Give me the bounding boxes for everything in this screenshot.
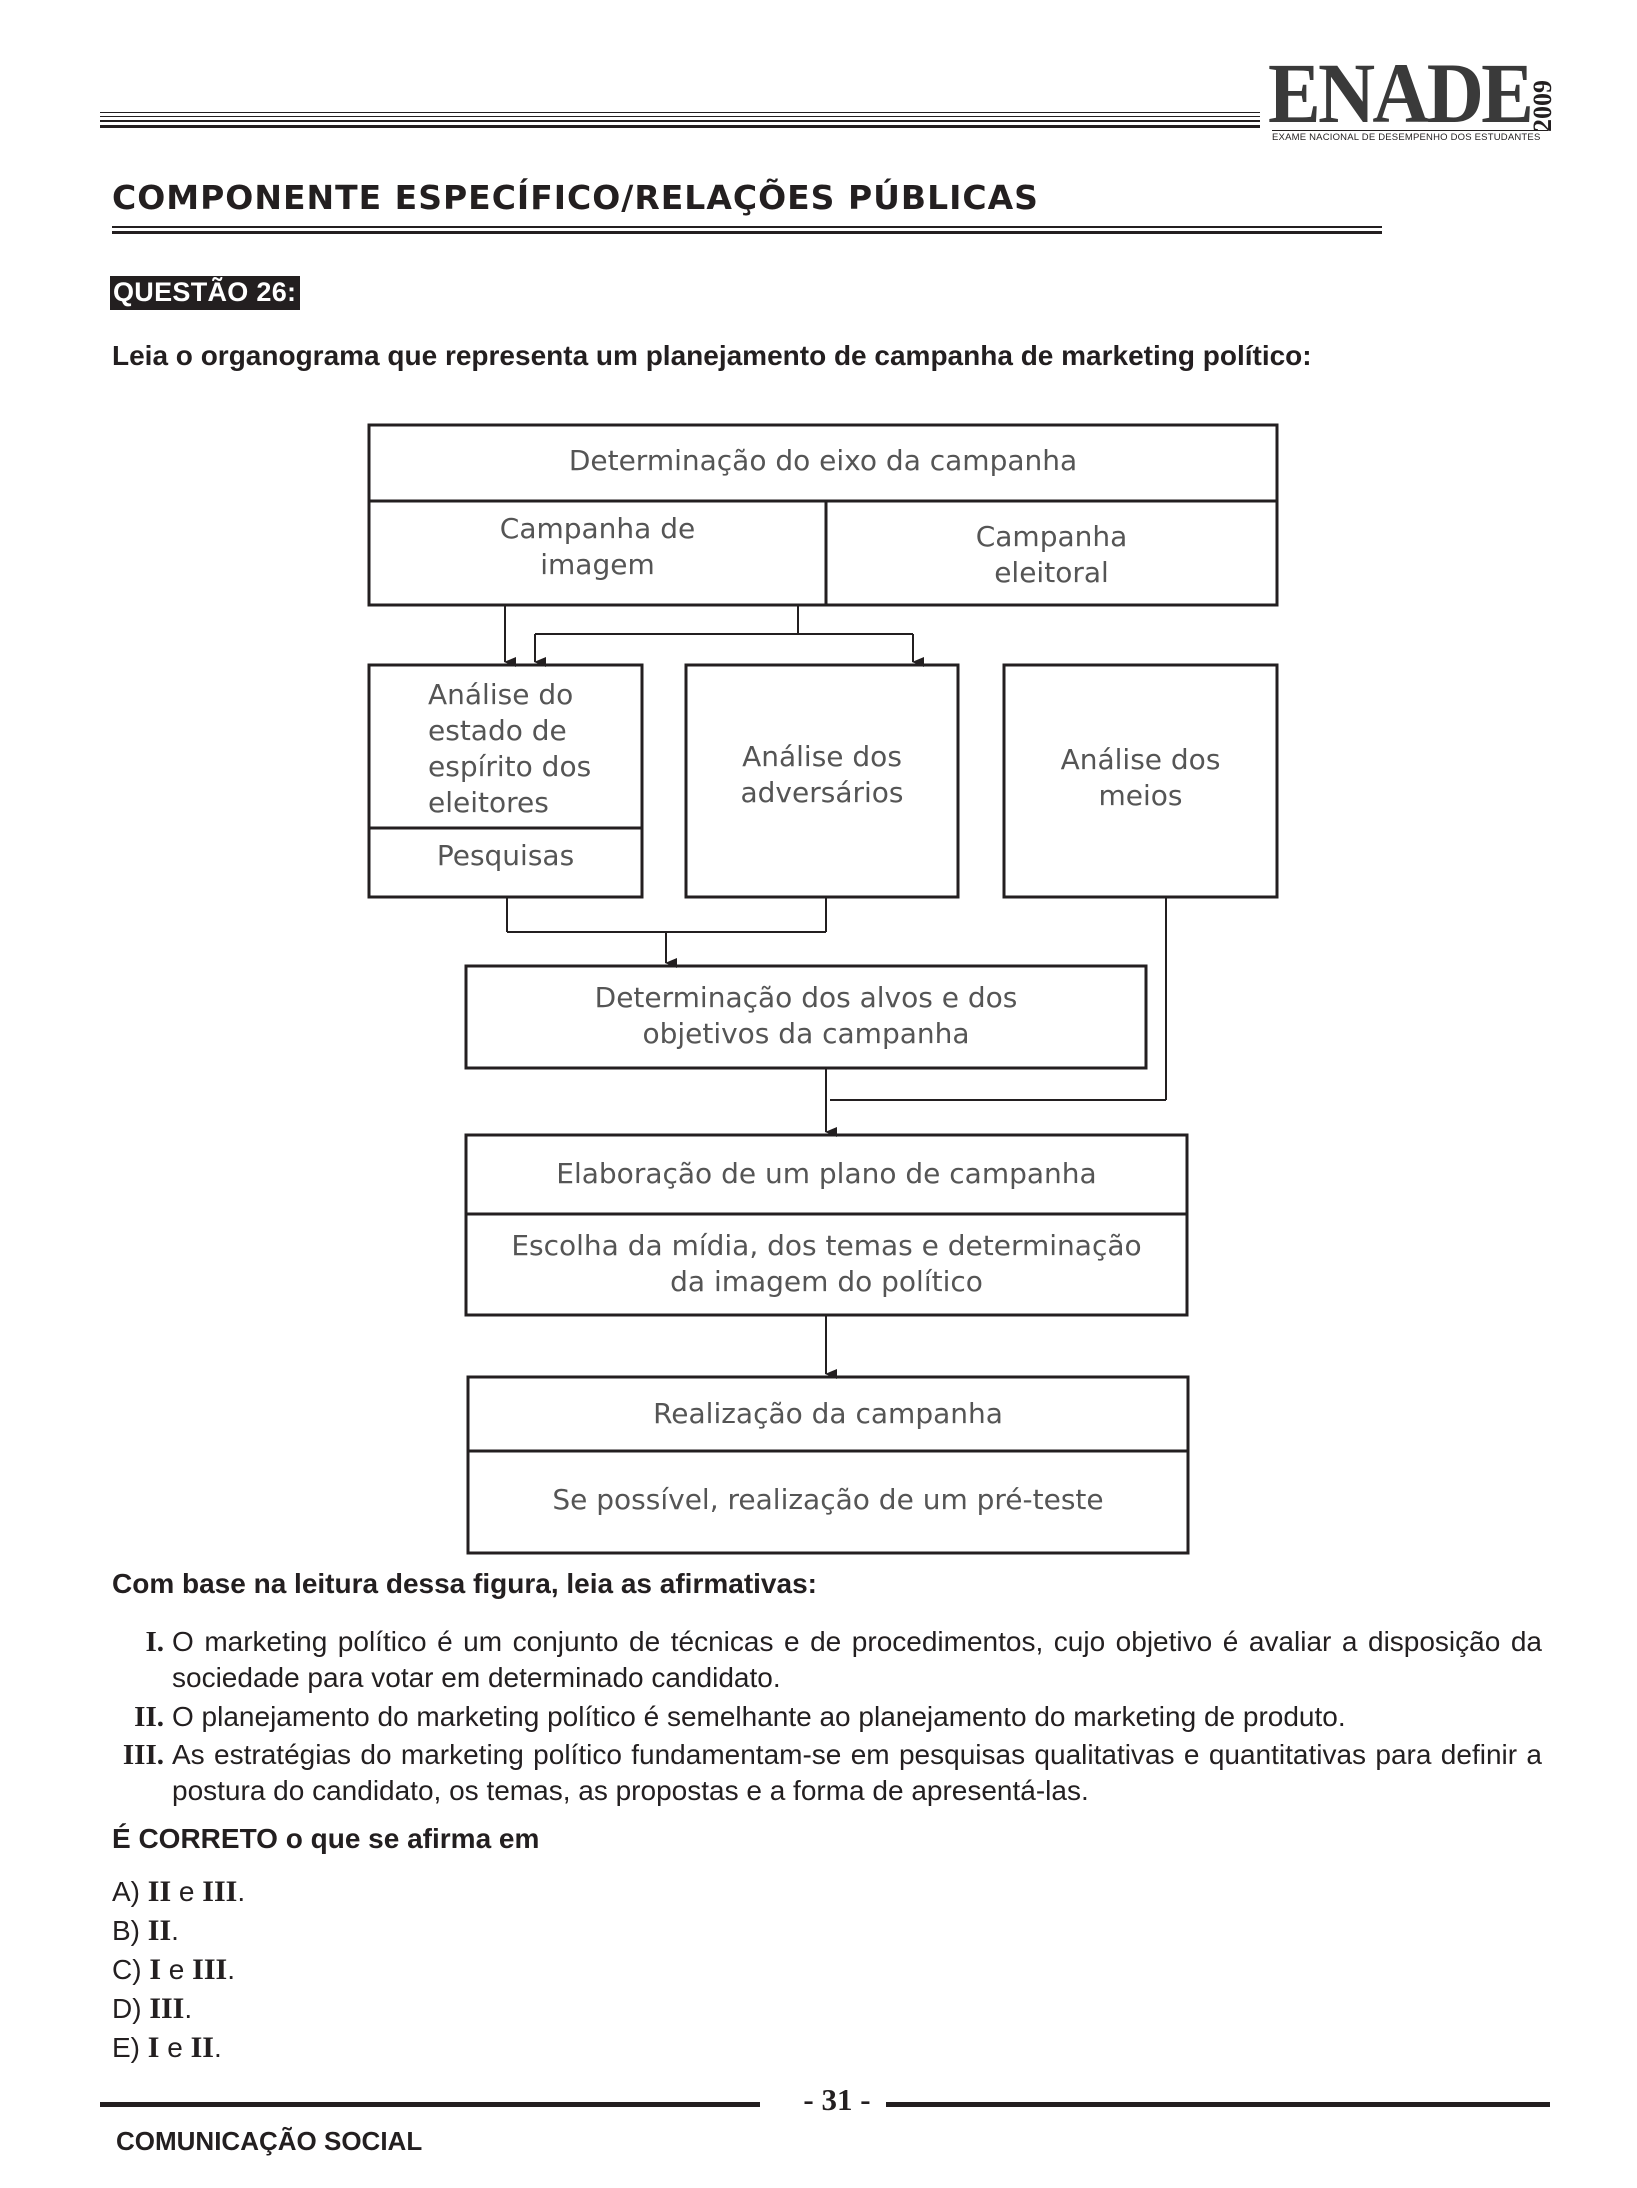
execution-label: Realização da campanha xyxy=(653,1397,1003,1430)
statement-text: O planejamento do marketing político é s… xyxy=(172,1701,1346,1732)
logo-year: 2009 xyxy=(1528,80,1557,132)
footer-rule-right xyxy=(886,2102,1550,2107)
opponents-analysis-label: Análise dos adversários xyxy=(740,740,904,809)
statement-3: III. As estratégias do marketing polític… xyxy=(112,1737,1542,1809)
option-a[interactable]: A) II e III. xyxy=(112,1872,245,1911)
option-end: . xyxy=(171,1915,179,1946)
statement-number: I. xyxy=(145,1626,164,1658)
research-label: Pesquisas xyxy=(436,839,575,872)
option-letter: D) xyxy=(112,1993,142,2024)
option-end: . xyxy=(227,1954,235,1985)
answer-options: A) II e III. B) II. C) I e III. D) III. … xyxy=(112,1872,245,2067)
option-value: I xyxy=(147,2031,160,2064)
option-d[interactable]: D) III. xyxy=(112,1989,245,2028)
option-b[interactable]: B) II. xyxy=(112,1911,245,1950)
electoral-campaign-label: Campanha eleitoral xyxy=(975,520,1128,589)
option-letter: A) xyxy=(112,1876,140,1907)
option-value: I xyxy=(149,1953,162,1986)
option-value: III xyxy=(192,1953,228,1986)
axis-label: Determinação do eixo da campanha xyxy=(568,444,1078,477)
targets-label: Determinação dos alvos e dos objetivos d… xyxy=(594,981,1018,1050)
option-letter: E) xyxy=(112,2032,140,2063)
logo-subtitle: EXAME NACIONAL DE DESEMPENHO DOS ESTUDAN… xyxy=(1272,130,1548,143)
statement-text: As estratégias do marketing político fun… xyxy=(172,1739,1542,1806)
footer-rule-left xyxy=(100,2102,760,2107)
question-stem: É CORRETO o que se afirma em xyxy=(112,1823,540,1854)
header-rule xyxy=(100,112,1260,131)
means-analysis-label: Análise dos meios xyxy=(1060,743,1221,812)
option-letter: C) xyxy=(112,1954,142,1985)
footer-course: COMUNICAÇÃO SOCIAL xyxy=(116,2126,423,2156)
enade-logo: ENADE 2009 EXAME NACIONAL DE DESEMPENHO … xyxy=(1268,45,1557,143)
statements-lead: Com base na leitura dessa figura, leia a… xyxy=(112,1568,817,1599)
plan-box xyxy=(464,1133,1189,1317)
axis-box xyxy=(367,423,1279,607)
execution-box xyxy=(466,1375,1190,1555)
option-separator: e xyxy=(161,1954,193,1985)
intro-text: Leia o organograma que representa um pla… xyxy=(112,340,1312,371)
media-label: Escolha da mídia, dos temas e determinaç… xyxy=(511,1229,1142,1298)
section-title: COMPONENTE ESPECÍFICO/RELAÇÕES PÚBLICAS xyxy=(112,178,1039,217)
option-value: III xyxy=(149,1992,185,2025)
statement-text: O marketing político é um conjunto de té… xyxy=(172,1626,1542,1693)
option-end: . xyxy=(213,2032,222,2063)
statement-1: I. O marketing político é um conjunto de… xyxy=(112,1624,1542,1696)
option-value: II xyxy=(147,1875,172,1908)
option-end: . xyxy=(237,1876,246,1907)
statement-number: III. xyxy=(122,1739,164,1771)
targets-box xyxy=(464,964,1148,1070)
pretest-label: Se possível, realização de um pré-teste xyxy=(552,1483,1104,1516)
option-end: . xyxy=(184,1993,193,2024)
option-value: II xyxy=(190,2031,214,2064)
means-box xyxy=(1002,663,1279,899)
option-e[interactable]: E) I e II. xyxy=(112,2028,245,2067)
image-campaign-label: Campanha de imagem xyxy=(499,512,696,581)
statement-2: II. O planejamento do marketing político… xyxy=(112,1699,1542,1735)
option-value: II xyxy=(147,1914,172,1947)
option-separator: e xyxy=(171,1876,203,1907)
option-c[interactable]: C) I e III. xyxy=(112,1950,245,1989)
voters-analysis-label: Análise do estado de espírito dos eleito… xyxy=(428,678,592,819)
section-title-rule xyxy=(112,226,1382,234)
option-separator: e xyxy=(159,2032,191,2063)
option-letter: B) xyxy=(112,1915,140,1946)
statement-number: II. xyxy=(134,1701,164,1733)
plan-label: Elaboração de um plano de campanha xyxy=(556,1157,1097,1190)
voters-box xyxy=(367,663,644,899)
logo-text: ENADE xyxy=(1268,45,1534,141)
option-value: III xyxy=(202,1875,238,1908)
page-number: - 31 - xyxy=(803,2082,871,2117)
opponents-box xyxy=(684,663,960,899)
question-label: QUESTÃO 26: xyxy=(110,276,301,310)
